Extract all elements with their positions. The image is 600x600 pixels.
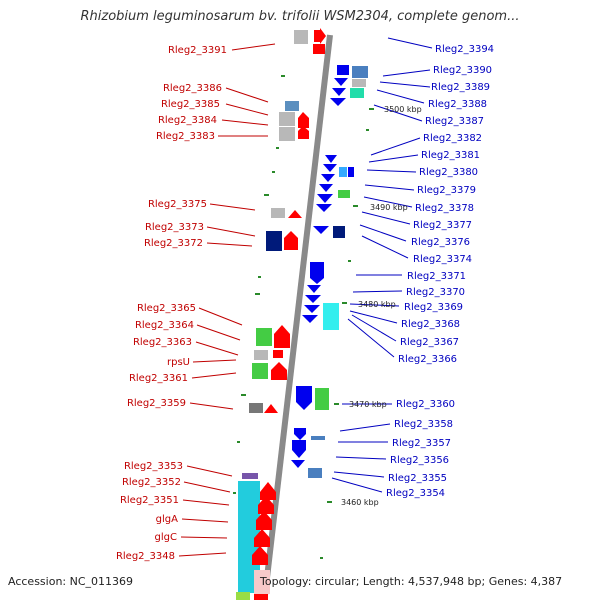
right-gene-label[interactable]: Rleg2_3382 <box>423 133 482 144</box>
right-gene-label[interactable]: Rleg2_3378 <box>415 203 474 214</box>
ruler-label: 3460 kbp <box>341 498 379 507</box>
right-gene-label[interactable]: Rleg2_3374 <box>413 254 472 265</box>
left-gene-label[interactable]: Rleg2_3363 <box>133 337 192 348</box>
left-gene-label[interactable]: glgC <box>155 532 177 543</box>
right-gene-label[interactable]: Rleg2_3389 <box>431 82 490 93</box>
right-connectors <box>331 37 433 493</box>
ruler-label: 3500 kbp <box>384 105 422 114</box>
right-gene-label[interactable]: Rleg2_3354 <box>386 488 445 499</box>
right-gene-label[interactable]: Rleg2_3390 <box>433 65 492 76</box>
left-gene-label[interactable]: Rleg2_3361 <box>129 373 188 384</box>
right-gene-label[interactable]: Rleg2_3376 <box>411 237 470 248</box>
left-gene-label[interactable]: Rleg2_3351 <box>120 495 179 506</box>
right-gene-label[interactable]: Rleg2_3380 <box>419 167 478 178</box>
genome-backbone <box>262 34 333 596</box>
right-gene-label[interactable]: Rleg2_3360 <box>396 399 455 410</box>
ruler-label: 3470 kbp <box>349 400 387 409</box>
left-gene-label[interactable]: Rleg2_3375 <box>148 199 207 210</box>
topology-highlight <box>254 570 270 594</box>
right-gene-label[interactable]: Rleg2_3366 <box>398 354 457 365</box>
left-gene-label[interactable]: Rleg2_3391 <box>168 45 227 56</box>
right-gene-label[interactable]: Rleg2_3371 <box>407 271 466 282</box>
left-gene-label[interactable]: glgA <box>156 514 178 525</box>
left-track-genes <box>236 28 326 600</box>
topology-text: Topology: circular; Length: 4,537,948 bp… <box>260 575 563 588</box>
right-gene-label[interactable]: Rleg2_3355 <box>388 473 447 484</box>
ruler-label: 3480 kbp <box>358 300 396 309</box>
right-gene-label[interactable]: Rleg2_3381 <box>421 150 480 161</box>
right-gene-label[interactable]: Rleg2_3388 <box>428 99 487 110</box>
left-gene-label[interactable]: Rleg2_3372 <box>144 238 203 249</box>
tick-marks <box>233 75 374 559</box>
left-gene-label[interactable]: Rleg2_3383 <box>156 131 215 142</box>
right-gene-label[interactable]: Rleg2_3379 <box>417 185 476 196</box>
accession-text: Accession: NC_011369 <box>8 575 134 588</box>
right-track-genes <box>291 65 368 478</box>
left-gene-label[interactable]: Rleg2_3385 <box>161 99 220 110</box>
ruler-label: 3490 kbp <box>370 203 408 212</box>
right-gene-label[interactable]: Rleg2_3377 <box>413 220 472 231</box>
right-gene-label[interactable]: Rleg2_3367 <box>400 337 459 348</box>
left-gene-label[interactable]: Rleg2_3384 <box>158 115 217 126</box>
right-gene-label[interactable]: Rleg2_3356 <box>390 455 449 466</box>
right-gene-label[interactable]: Rleg2_3394 <box>435 44 494 55</box>
right-gene-label[interactable]: Rleg2_3370 <box>406 287 465 298</box>
map-title: Rhizobium leguminosarum bv. trifolii WSM… <box>80 9 520 24</box>
right-gene-label[interactable]: Rleg2_3368 <box>401 319 460 330</box>
left-gene-label[interactable]: Rleg2_3359 <box>127 398 186 409</box>
right-gene-label[interactable]: Rleg2_3357 <box>392 438 451 449</box>
right-gene-label[interactable]: Rleg2_3358 <box>394 419 453 430</box>
left-gene-label[interactable]: Rleg2_3373 <box>145 222 204 233</box>
left-gene-label[interactable]: rpsU <box>167 357 190 368</box>
left-gene-label[interactable]: Rleg2_3348 <box>116 551 175 562</box>
right-gene-label[interactable]: Rleg2_3369 <box>404 302 463 313</box>
left-gene-label[interactable]: Rleg2_3386 <box>163 83 222 94</box>
right-gene-label[interactable]: Rleg2_3387 <box>425 116 484 127</box>
left-gene-label[interactable]: Rleg2_3353 <box>124 461 183 472</box>
left-gene-label[interactable]: Rleg2_3352 <box>122 477 181 488</box>
left-gene-label[interactable]: Rleg2_3365 <box>137 303 196 314</box>
left-gene-label[interactable]: Rleg2_3364 <box>135 320 194 331</box>
left-connectors <box>178 43 276 557</box>
